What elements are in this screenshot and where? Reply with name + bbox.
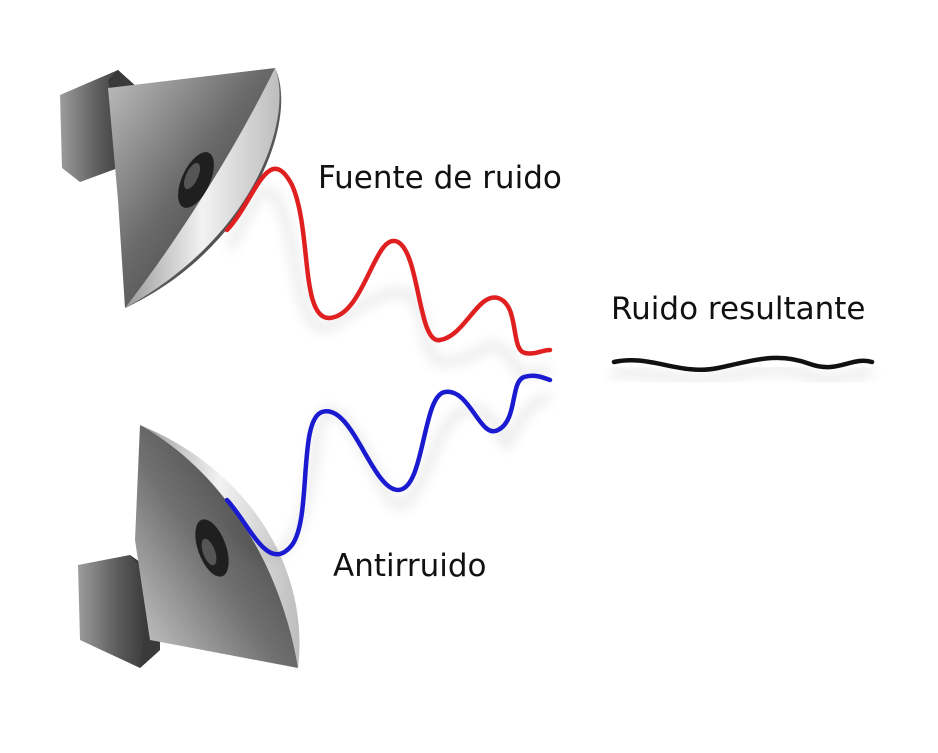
noise-wave-shadow [227, 188, 551, 378]
noise-source-label: Fuente de ruido [318, 160, 562, 196]
anti-noise-wave [224, 373, 553, 557]
resulting-noise-label: Ruido resultante [611, 291, 866, 327]
anti-wave-shadow [227, 395, 551, 560]
result-wave-shadow [611, 366, 873, 384]
top-speaker-icon [60, 68, 282, 308]
bottom-speaker-icon [78, 425, 300, 668]
anti-noise-label: Antirruido [333, 548, 487, 584]
noise-wave [224, 166, 553, 356]
resulting-noise-wave [611, 355, 875, 372]
